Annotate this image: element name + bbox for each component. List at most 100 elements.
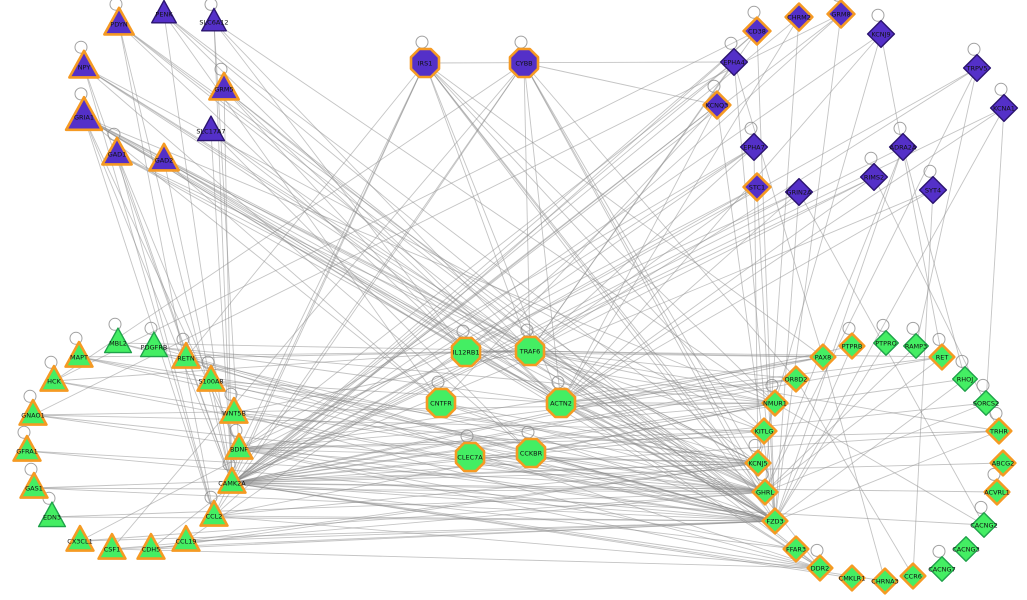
- diamond-node-shape[interactable]: [806, 554, 834, 582]
- diamond-node-shape[interactable]: [761, 507, 789, 535]
- node-RHOJ[interactable]: [952, 366, 978, 392]
- node-CX3CL1[interactable]: [65, 524, 95, 552]
- node-CCR6[interactable]: [899, 562, 927, 590]
- node-TRHR[interactable]: [985, 417, 1013, 445]
- diamond-node-shape[interactable]: [826, 0, 856, 29]
- node-PTPRB[interactable]: [838, 332, 866, 360]
- node-MBL2[interactable]: [103, 327, 133, 354]
- node-PDYN[interactable]: [103, 6, 135, 36]
- node-CHRNA3[interactable]: [871, 567, 899, 595]
- node-GAS1[interactable]: [19, 471, 49, 499]
- node-CCL2[interactable]: [199, 499, 229, 527]
- diamond-node-shape[interactable]: [973, 390, 999, 416]
- triangle-node-shape[interactable]: [224, 432, 254, 460]
- triangle-node-shape[interactable]: [208, 71, 240, 101]
- triangle-node-shape[interactable]: [103, 6, 135, 36]
- node-MAPT[interactable]: [64, 340, 94, 368]
- triangle-node-shape[interactable]: [150, 0, 178, 24]
- node-CACNG7[interactable]: [929, 556, 955, 582]
- node-GAD1[interactable]: [101, 136, 133, 166]
- node-GRM5[interactable]: [208, 71, 240, 101]
- node-EPHA4[interactable]: [719, 47, 749, 77]
- node-CD38[interactable]: [742, 16, 772, 46]
- diamond-node-shape[interactable]: [962, 53, 992, 83]
- node-NPY[interactable]: [68, 49, 100, 79]
- node-TRAF6[interactable]: [514, 335, 546, 367]
- triangle-node-shape[interactable]: [64, 95, 104, 132]
- node-TRPV5[interactable]: [962, 53, 992, 83]
- octagon-node-shape[interactable]: [454, 441, 486, 473]
- octagon-node-shape[interactable]: [425, 387, 457, 419]
- triangle-node-shape[interactable]: [200, 7, 228, 32]
- diamond-node-shape[interactable]: [871, 567, 899, 595]
- node-CNTFR[interactable]: [425, 387, 457, 419]
- node-RET[interactable]: [928, 343, 956, 371]
- node-RAMP3[interactable]: [903, 333, 929, 359]
- diamond-node-shape[interactable]: [784, 2, 814, 32]
- node-FFAR3[interactable]: [782, 535, 810, 563]
- triangle-node-shape[interactable]: [19, 471, 49, 499]
- node-ADRA2A[interactable]: [888, 132, 918, 162]
- node-ABCG2[interactable]: [989, 449, 1017, 477]
- node-RIMS2[interactable]: [859, 162, 889, 192]
- octagon-node-shape[interactable]: [545, 387, 577, 419]
- node-GFRA1[interactable]: [12, 434, 42, 462]
- node-GRIN2A[interactable]: [784, 177, 814, 207]
- node-HCK[interactable]: [39, 364, 69, 392]
- node-CACNG3[interactable]: [953, 536, 979, 562]
- node-KCNJ5[interactable]: [744, 449, 772, 477]
- node-EDN3[interactable]: [37, 501, 67, 528]
- diamond-node-shape[interactable]: [809, 343, 837, 371]
- diamond-node-shape[interactable]: [873, 330, 899, 356]
- diamond-node-shape[interactable]: [782, 535, 810, 563]
- node-CCKBR[interactable]: [515, 437, 547, 469]
- diamond-node-shape[interactable]: [903, 333, 929, 359]
- node-RETN[interactable]: [171, 341, 201, 369]
- triangle-node-shape[interactable]: [65, 524, 95, 552]
- diamond-node-shape[interactable]: [888, 132, 918, 162]
- node-PTPRO[interactable]: [873, 330, 899, 356]
- diamond-node-shape[interactable]: [929, 556, 955, 582]
- node-SLC17A7[interactable]: [196, 115, 226, 142]
- node-OR8D2[interactable]: [782, 365, 810, 393]
- triangle-node-shape[interactable]: [39, 364, 69, 392]
- node-STC1[interactable]: [742, 172, 772, 202]
- triangle-node-shape[interactable]: [64, 340, 94, 368]
- node-GRM8[interactable]: [826, 0, 856, 29]
- node-FZD3[interactable]: [761, 507, 789, 535]
- diamond-node-shape[interactable]: [719, 47, 749, 77]
- node-DDR2[interactable]: [806, 554, 834, 582]
- node-CMKLR1[interactable]: [838, 564, 866, 592]
- triangle-node-shape[interactable]: [171, 524, 201, 552]
- node-GRIA1[interactable]: [64, 95, 104, 132]
- triangle-node-shape[interactable]: [18, 398, 48, 426]
- diamond-node-shape[interactable]: [866, 19, 896, 49]
- node-GNAO1[interactable]: [18, 398, 48, 426]
- node-S100A8[interactable]: [196, 364, 226, 392]
- triangle-node-shape[interactable]: [139, 331, 169, 358]
- diamond-node-shape[interactable]: [985, 417, 1013, 445]
- triangle-node-shape[interactable]: [68, 49, 100, 79]
- node-CLEC7A[interactable]: [454, 441, 486, 473]
- triangle-node-shape[interactable]: [37, 501, 67, 528]
- diamond-node-shape[interactable]: [928, 343, 956, 371]
- node-WNT5B[interactable]: [219, 396, 249, 424]
- node-KCNQ3[interactable]: [702, 90, 732, 120]
- node-GAD2[interactable]: [148, 142, 180, 172]
- diamond-node-shape[interactable]: [838, 564, 866, 592]
- octagon-node-shape[interactable]: [450, 336, 482, 368]
- node-SORCS2[interactable]: [973, 390, 999, 416]
- node-EPHA7[interactable]: [739, 132, 769, 162]
- diamond-node-shape[interactable]: [838, 332, 866, 360]
- diamond-node-shape[interactable]: [742, 172, 772, 202]
- diamond-node-shape[interactable]: [952, 366, 978, 392]
- triangle-node-shape[interactable]: [196, 364, 226, 392]
- node-BDNF[interactable]: [224, 432, 254, 460]
- diamond-node-shape[interactable]: [971, 512, 997, 538]
- triangle-node-shape[interactable]: [171, 341, 201, 369]
- node-IRS1[interactable]: [409, 47, 441, 79]
- node-GHRL[interactable]: [751, 478, 779, 506]
- triangle-node-shape[interactable]: [103, 327, 133, 354]
- octagon-node-shape[interactable]: [514, 335, 546, 367]
- node-KITLG[interactable]: [750, 417, 778, 445]
